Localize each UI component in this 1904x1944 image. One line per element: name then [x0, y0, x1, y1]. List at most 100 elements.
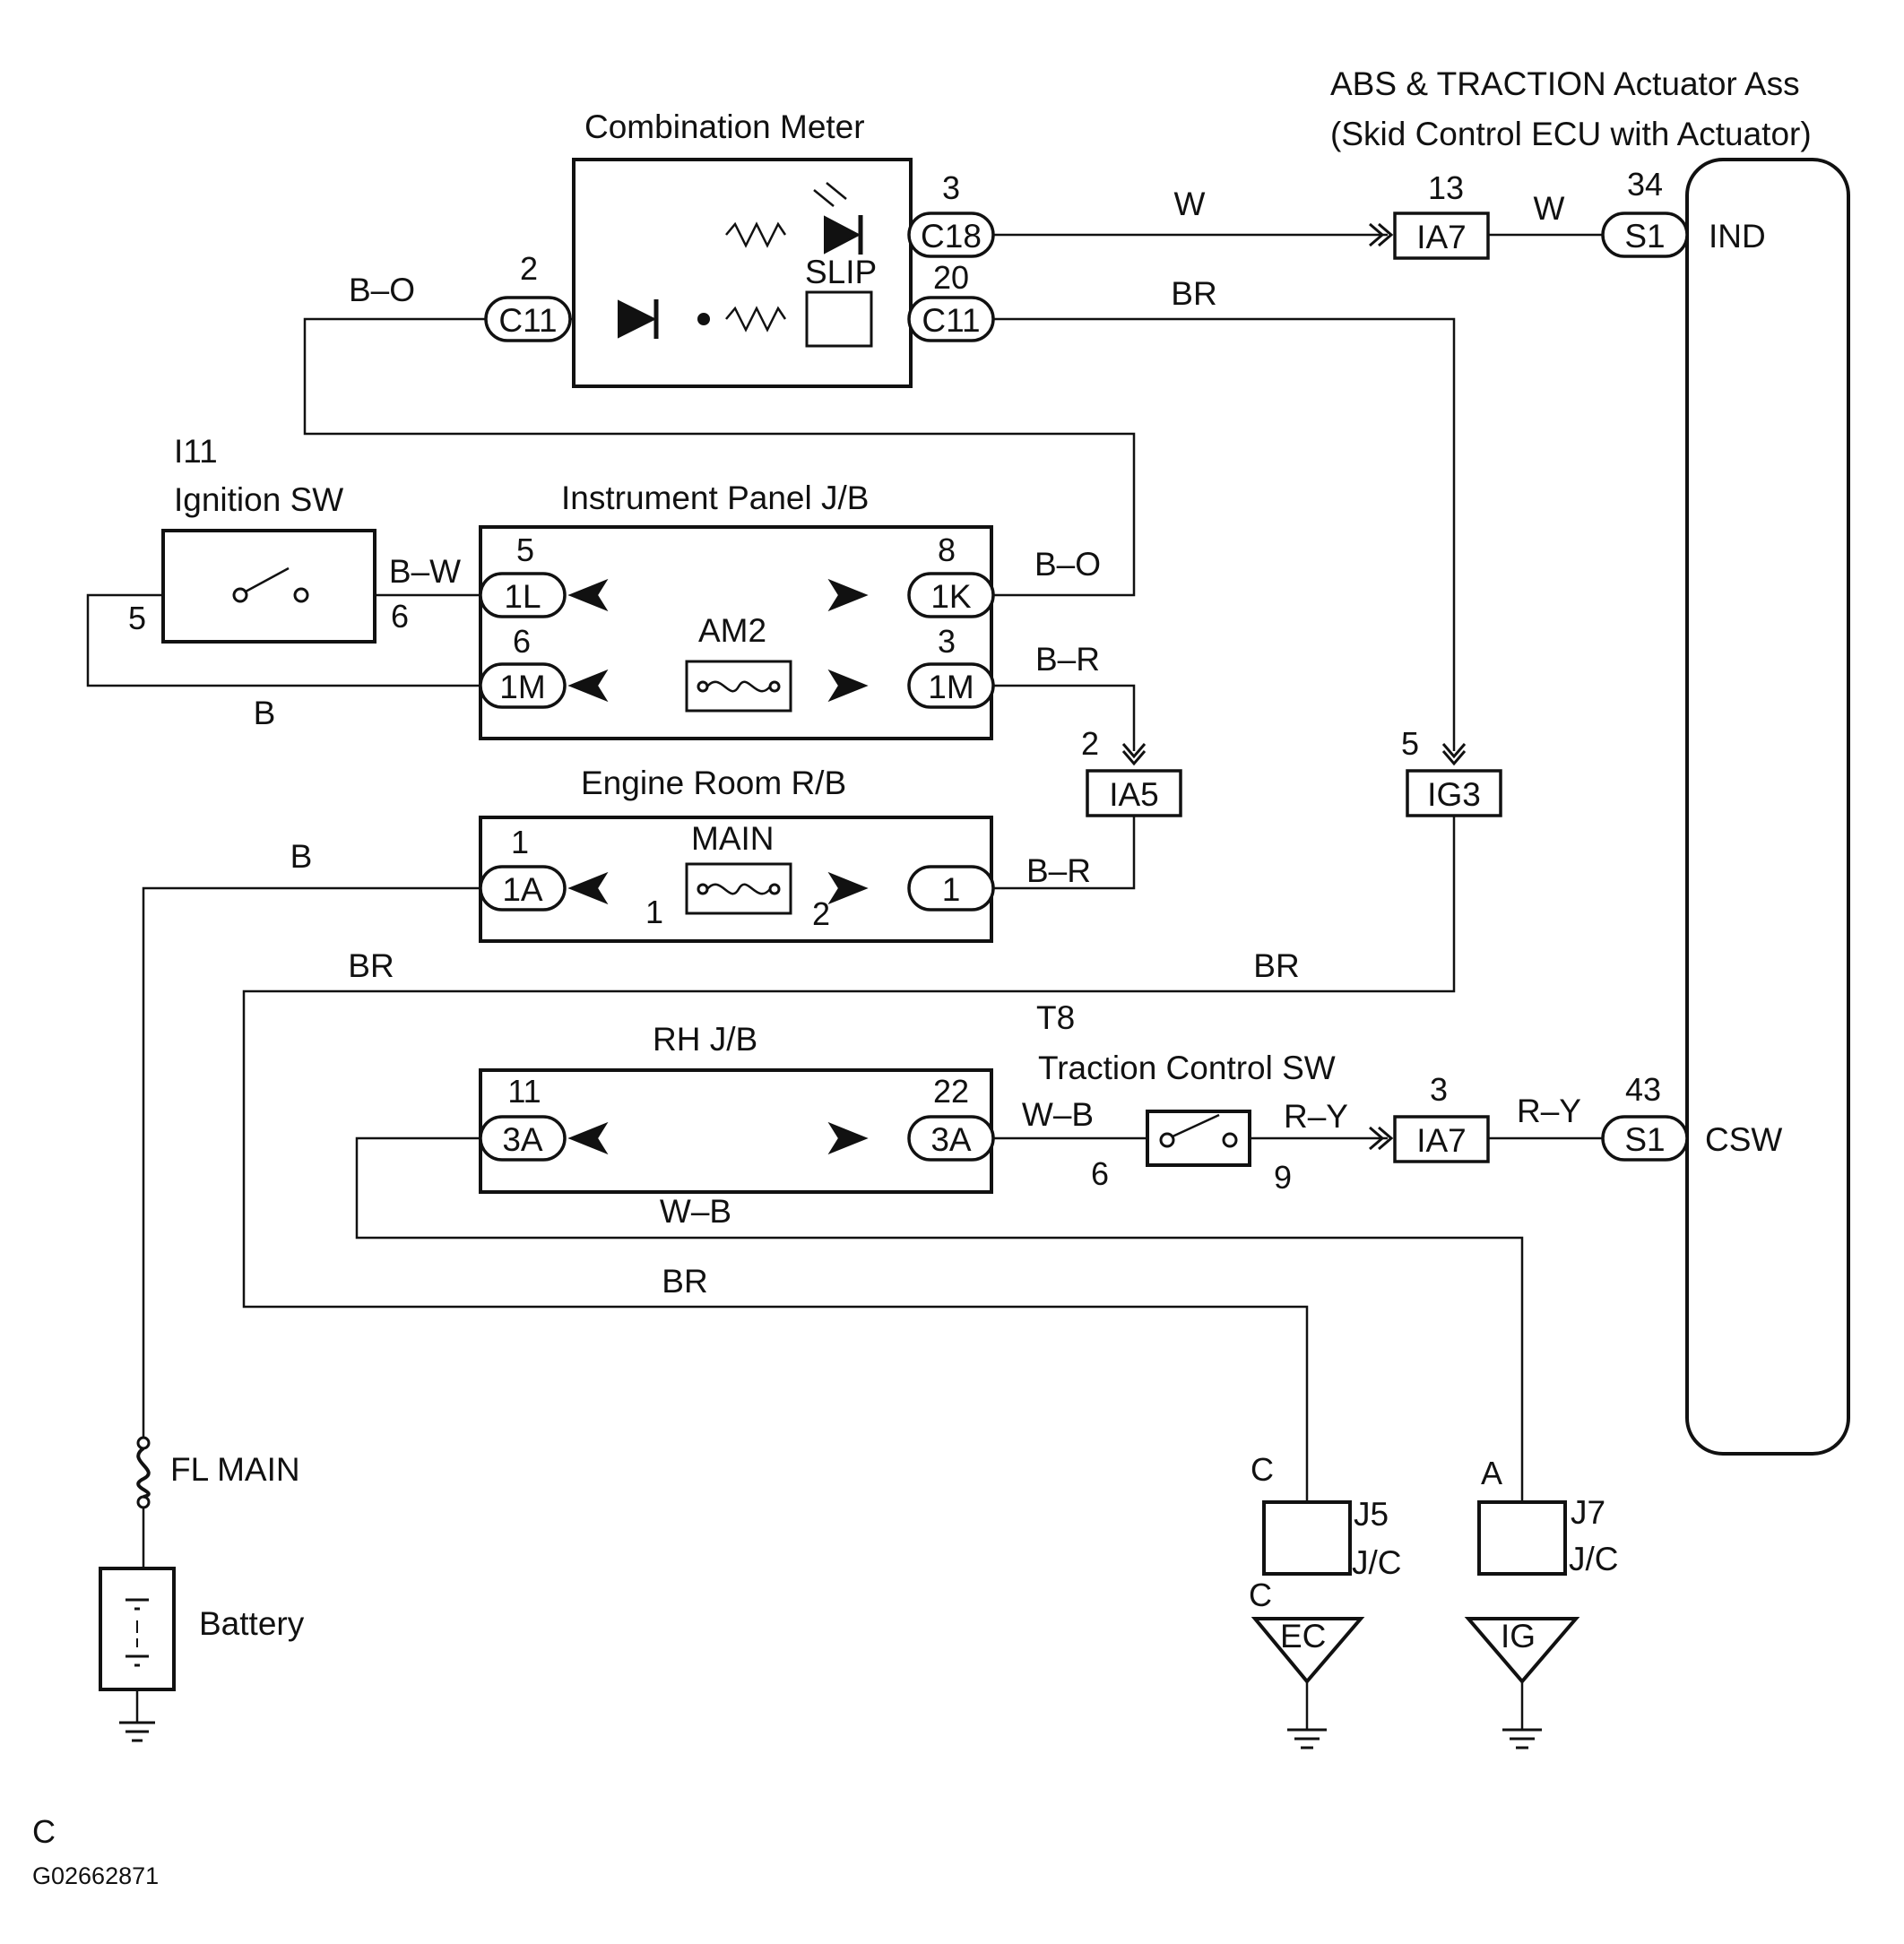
wire-color: R–Y: [1517, 1093, 1581, 1129]
combination-meter-box: [572, 158, 913, 388]
battery-cells: [125, 1598, 149, 1667]
actuator-title-line1: ABS & TRACTION Actuator Ass: [1330, 65, 1800, 102]
connector-labels: C18 C11 C11 IA7 S1 1L 1K 1M 1M IA5 IG3 1…: [498, 218, 1665, 1159]
wire-color-labels: W W B–O BR B–W B–O B–R B B B–R BR BR W–B…: [254, 186, 1581, 1300]
figure-footer: C G02662871: [32, 1813, 159, 1889]
wire-bo-c11-to-1k: [303, 317, 1136, 597]
pin-number: 8: [938, 531, 956, 568]
wire-color: B–O: [1034, 546, 1101, 583]
wire-color: BR: [1171, 275, 1216, 312]
connector-ovals: [479, 212, 1689, 1163]
main-fuse: [685, 862, 792, 915]
instrument-panel-jb-label: Instrument Panel J/B: [561, 480, 869, 516]
connector-1m-right: [907, 662, 995, 709]
traction-sw-label: Traction Control SW: [1038, 1050, 1336, 1086]
ind-terminal-label: IND: [1709, 218, 1766, 255]
arrow-right-icon: [827, 871, 869, 905]
ec-label: EC: [1280, 1618, 1326, 1655]
fuse-icon: [706, 680, 771, 693]
connector-c11-left: [484, 296, 572, 342]
arrow-right-icon: [827, 578, 869, 612]
traction-switch-symbol: [1159, 1113, 1238, 1148]
battery-label: Battery: [199, 1605, 305, 1642]
connector-c18: [907, 212, 995, 258]
pin-number: A: [1481, 1455, 1502, 1491]
slip-label: SLIP: [805, 254, 877, 290]
connector-3a-right: [907, 1115, 995, 1162]
wire-br-c11-to-ig3: [993, 317, 1456, 751]
connector-label: 3A: [502, 1121, 543, 1158]
pin-number: 20: [933, 259, 969, 296]
jb-arrow-terminals: [567, 578, 869, 1155]
actuator-title-line2: (Skid Control ECU with Actuator): [1330, 116, 1812, 152]
chevron-down-icon: [1121, 743, 1147, 759]
chevron-right-icon: [1369, 1126, 1385, 1151]
switch-lever-icon: [1172, 1113, 1220, 1138]
ig-ground-triangle: [1464, 1617, 1580, 1685]
slip-indicator-box: [805, 290, 873, 348]
wire-br-ig3-to-ec: [242, 816, 1456, 1502]
connector-label: S1: [1624, 1121, 1665, 1158]
pin-number: C: [1251, 1451, 1274, 1488]
wire-color: W–B: [1022, 1096, 1094, 1133]
meter-internals: [618, 182, 873, 348]
pin-number: C: [1249, 1577, 1272, 1613]
am2-fuse: [685, 660, 792, 713]
connector-label: 1M: [499, 669, 545, 705]
component-labels: ABS & TRACTION Actuator Ass (Skid Contro…: [170, 65, 1812, 1655]
pin-number: 43: [1625, 1071, 1661, 1108]
resistor-lower-icon: [725, 306, 787, 333]
connector-1m-left: [479, 662, 567, 709]
arrow-left-icon: [567, 871, 609, 905]
ignition-sw-label: Ignition SW: [174, 481, 343, 518]
pin-number: 22: [933, 1073, 969, 1110]
connector-1k: [907, 572, 995, 618]
pin-number: 2: [812, 895, 830, 932]
connector-3a-left: [479, 1115, 567, 1162]
connector-label: C11: [922, 302, 980, 339]
connector-c11-right: [907, 296, 995, 342]
wire-color: W–B: [660, 1193, 731, 1230]
pin-number: 3: [942, 169, 960, 206]
connector-label: IA7: [1416, 219, 1467, 255]
wire-color: B–R: [1035, 641, 1100, 678]
j7-jc-box: [1477, 1500, 1567, 1576]
connector-label: IA5: [1109, 776, 1159, 813]
connector-label: 1: [942, 871, 961, 908]
wire-color: W: [1174, 186, 1206, 222]
pin-number: 13: [1428, 169, 1464, 206]
connector-label: IG3: [1427, 776, 1481, 813]
fl-main-fusible-link: [136, 1436, 151, 1509]
pin-number: 1: [511, 824, 529, 860]
wire-color: B: [290, 838, 313, 875]
inline-chevrons: [1121, 222, 1467, 1151]
j5-jc-box: [1262, 1500, 1352, 1576]
ignition-switch-symbol: [232, 566, 309, 603]
connector-label: 1L: [504, 578, 541, 615]
connector-ia7-top: [1393, 212, 1490, 260]
connector-s1-bottom: [1601, 1115, 1689, 1162]
rh-jb-box: [479, 1068, 993, 1194]
am2-label: AM2: [698, 612, 766, 649]
wire-wb-3a-to-ig: [355, 1136, 1524, 1502]
connector-label: IA7: [1416, 1122, 1467, 1159]
traction-sw-code: T8: [1036, 999, 1075, 1036]
pin-labels: 3 2 20 13 34 5 6 5 8 6 3 2 5 1 1 2 11 22…: [128, 166, 1663, 1613]
connector-1: [907, 865, 995, 912]
wire-b-ign-to-1m: [86, 593, 480, 687]
connector-label: 1K: [930, 578, 972, 615]
connector-label: C11: [498, 302, 557, 339]
wire-br-ia5-to-1: [993, 816, 1136, 890]
wire-color: B: [254, 695, 276, 731]
diode-icon: [618, 299, 657, 339]
wire-br-1m-to-ia5: [993, 684, 1136, 751]
pin-number: 1: [645, 894, 663, 930]
connector-ia5: [1086, 769, 1182, 817]
connector-label: 1A: [502, 871, 543, 908]
pin-number: 6: [513, 623, 531, 660]
wire-color: BR: [662, 1263, 707, 1300]
pin-number: 5: [128, 600, 146, 636]
pin-number: 3: [1430, 1071, 1448, 1108]
pin-number: 6: [391, 598, 409, 635]
